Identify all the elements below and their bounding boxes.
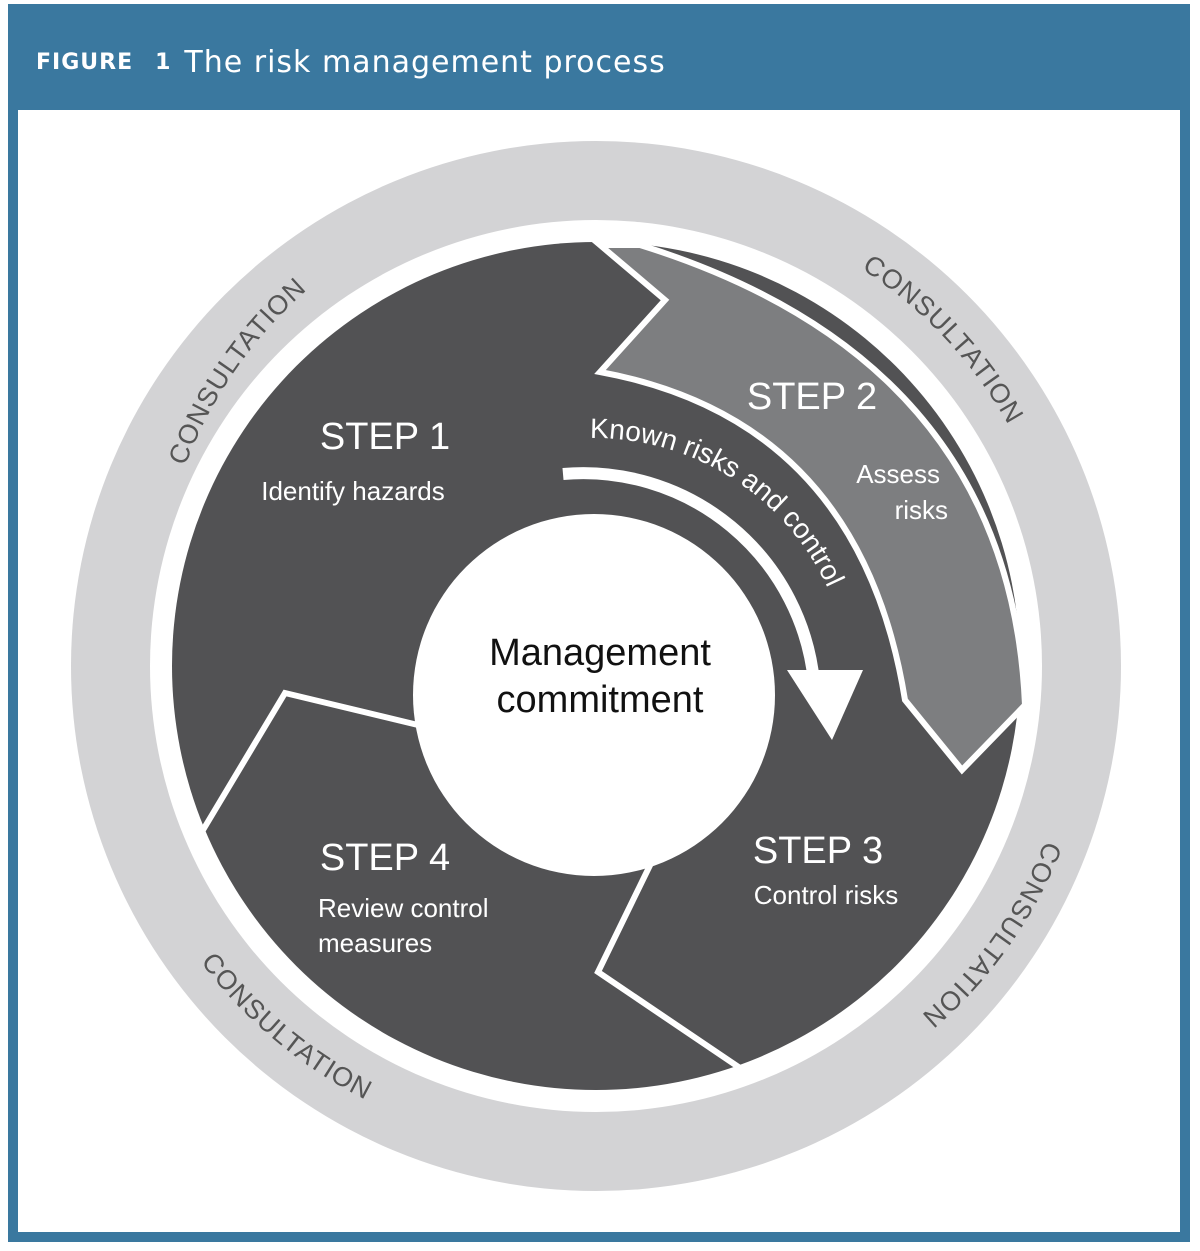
step4-label: STEP 4 [320,837,450,879]
figure-header: FIGURE 1 The risk management process [18,14,1180,110]
divider-step4-top [200,689,419,832]
step2-label: STEP 2 [747,376,877,418]
figure-title: The risk management process [184,44,666,80]
step3-description: Control risks [754,880,898,910]
step2-description-line1: Assess [856,459,940,489]
figure-number: 1 [155,49,171,75]
step3-label: STEP 3 [753,830,883,872]
step2-description-line2: risks [895,495,948,525]
center-circle [413,514,775,876]
center-text-line1: Management [489,632,711,674]
step2-segment [591,242,1029,775]
center-text-line2: commitment [497,679,704,721]
figure-label: FIGURE [36,49,134,75]
divider-step3-bottom [594,853,742,1071]
known-risks-arrow-shaft [562,467,820,683]
step1-label: STEP 1 [320,416,450,458]
step4-description-line2: measures [318,928,432,958]
known-risks-arrowhead [787,670,863,740]
step1-description: Identify hazards [261,476,445,506]
step4-description-line1: Review control [318,893,489,923]
